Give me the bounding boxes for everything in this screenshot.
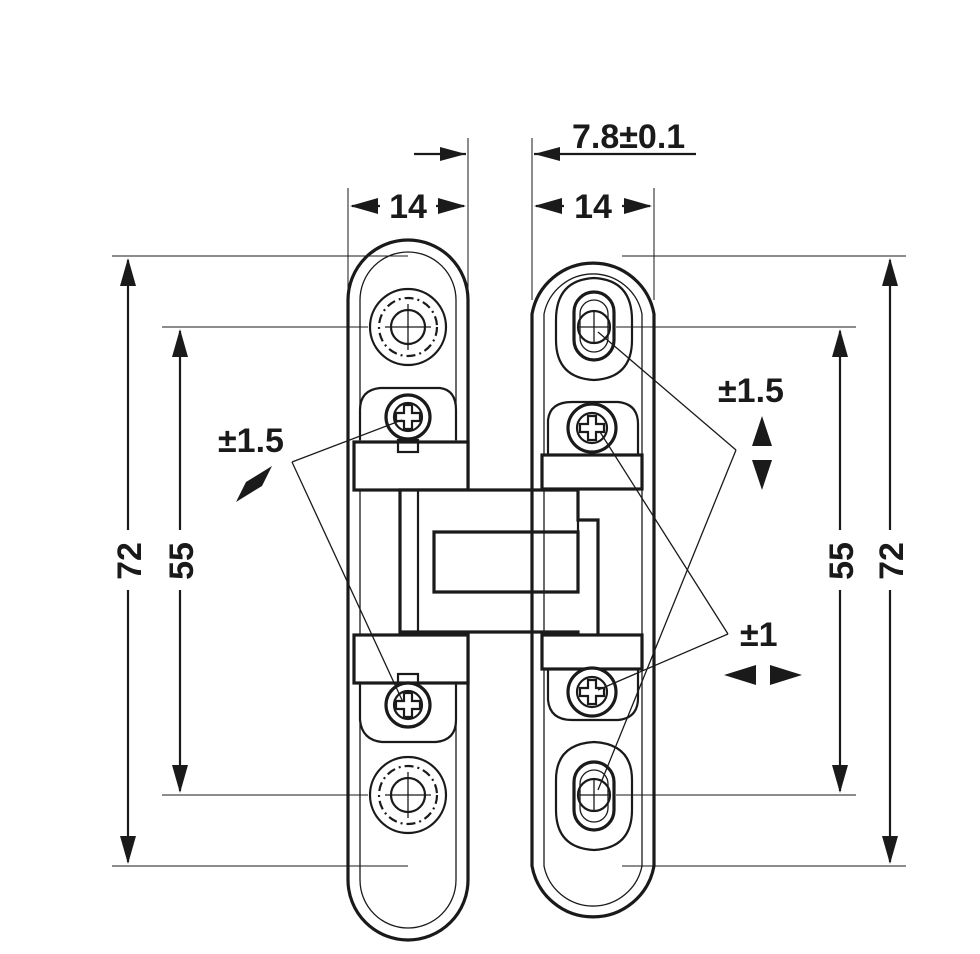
dim-height-outer-left: 72 (111, 542, 149, 580)
down-arrow-icon (752, 460, 772, 490)
dim-height-outer-right: 72 (873, 542, 911, 580)
right-hinge-leaf (530, 261, 656, 919)
hinge-centre-body (398, 488, 600, 642)
adjustment-height: ±1.5 (597, 331, 784, 791)
adjustment-side: ±1 (597, 431, 802, 691)
right-arrow-icon (770, 665, 802, 685)
left-hinge-leaf (346, 238, 470, 942)
dim-offset: 7.8±0.1 (572, 118, 685, 156)
adjust-depth-label: ±1.5 (218, 422, 284, 460)
left-arrow-icon (724, 665, 756, 685)
dimension-offset: 7.8±0.1 (414, 118, 696, 300)
diagonal-arrow-icon (236, 466, 272, 502)
dim-height-inner-left: 55 (163, 542, 201, 580)
dim-width-right: 14 (574, 188, 612, 226)
adjustment-depth: ±1.5 (218, 419, 403, 701)
dimension-left-width: 14 (347, 138, 469, 300)
dimension-right-width: 14 (534, 188, 655, 300)
dim-height-inner-right: 55 (823, 542, 861, 580)
up-arrow-icon (752, 416, 772, 446)
adjust-side-label: ±1 (740, 616, 778, 654)
dim-width-left: 14 (389, 188, 427, 226)
dimension-left-heights: 72 55 (110, 255, 408, 867)
adjust-height-label: ±1.5 (718, 372, 784, 410)
dimension-right-heights: 55 72 (616, 255, 911, 867)
